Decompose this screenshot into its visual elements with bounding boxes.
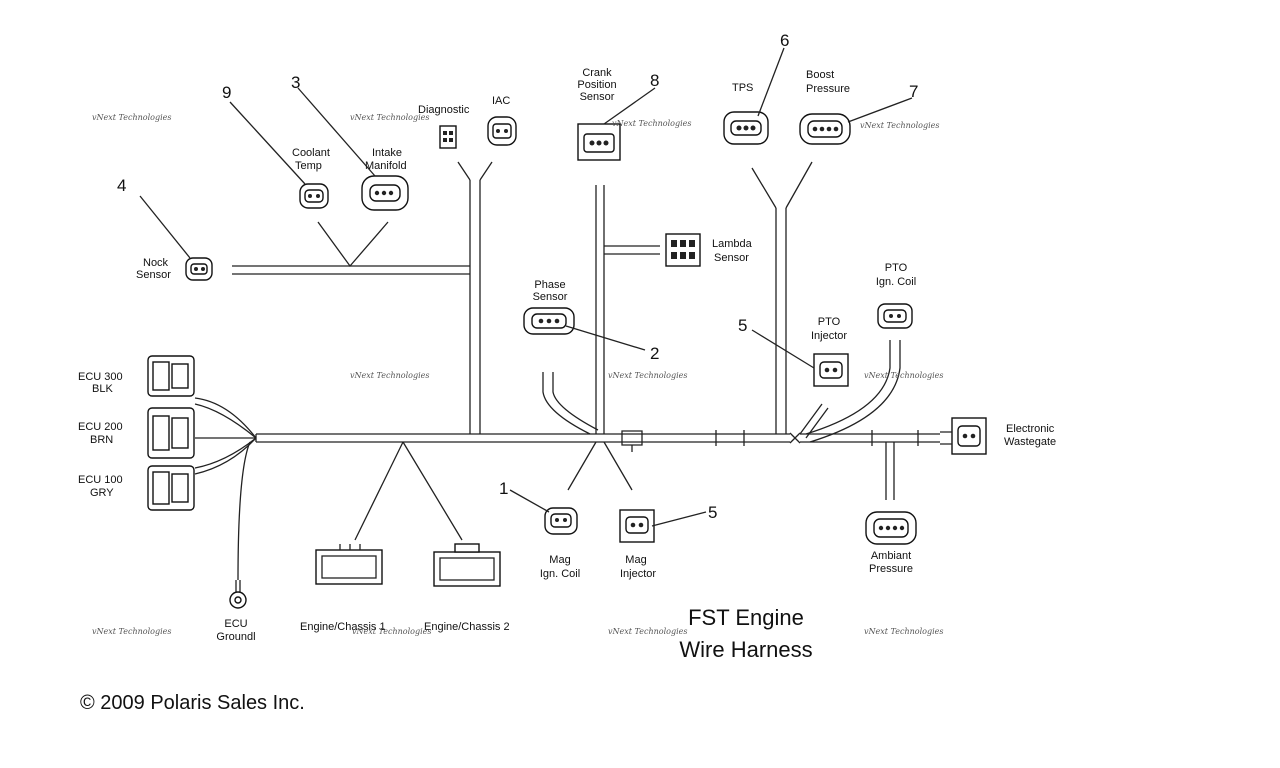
callout-leaders	[139, 47, 913, 527]
callout-9: 9	[222, 83, 231, 102]
label-mag-inj-2: Injector	[620, 568, 656, 580]
label-pto-coil-2: Ign. Coil	[876, 276, 916, 288]
label-engine-chassis-1: Engine/Chassis 1	[300, 621, 386, 633]
boost-pressure-connector	[799, 113, 851, 145]
label-wastegate-2: Wastegate	[1004, 436, 1056, 448]
engine-chassis-2-connector	[433, 543, 501, 587]
callout-5b: 5	[708, 503, 717, 522]
watermark: vNext Technologies	[92, 627, 171, 636]
label-ecu200-1: ECU 200	[78, 421, 123, 433]
watermark: vNext Technologies	[612, 119, 691, 128]
diagnostic-connector	[439, 125, 457, 149]
tps-connector	[723, 111, 769, 145]
label-ecu-ground-2: Groundl	[216, 631, 255, 643]
label-ecu200-2: BRN	[90, 434, 113, 446]
label-lambda-1: Lambda	[712, 238, 753, 250]
phase-sensor-connector	[523, 307, 575, 335]
watermark: vNext Technologies	[352, 627, 431, 636]
label-mag-inj-1: Mag	[625, 554, 646, 566]
label-ambient-1: Ambiant	[871, 550, 911, 562]
label-tps: TPS	[732, 82, 753, 94]
callout-6: 6	[780, 31, 789, 50]
label-lambda-2: Sensor	[714, 252, 749, 264]
crank-sensor-connector	[577, 123, 621, 161]
pto-ign-coil-connector	[877, 303, 913, 329]
intake-manifold-connector	[361, 175, 409, 211]
label-ecu100-1: ECU 100	[78, 474, 123, 486]
label-boost-2: Pressure	[806, 83, 850, 95]
label-nock-1: Nock	[143, 257, 169, 269]
label-pto-inj-2: Injector	[811, 330, 847, 342]
diagram-title-line1: FST Engine	[688, 605, 804, 630]
ecu-200-connector	[147, 407, 195, 459]
watermark: vNext Technologies	[608, 371, 687, 380]
wastegate-connector	[940, 417, 987, 455]
copyright-notice: © 2009 Polaris Sales Inc.	[80, 692, 305, 714]
callout-4: 4	[117, 176, 126, 195]
nock-sensor-connector	[185, 257, 213, 281]
label-intake-1: Intake	[372, 147, 402, 159]
mag-injector-connector	[619, 509, 655, 543]
lambda-sensor-connector	[665, 233, 701, 267]
callout-2: 2	[650, 344, 659, 363]
label-phase-2: Sensor	[533, 291, 568, 303]
watermark: vNext Technologies	[350, 371, 429, 380]
connectors	[147, 111, 987, 609]
watermark: vNext Technologies	[864, 371, 943, 380]
label-crank-3: Sensor	[580, 91, 615, 103]
label-intake-2: Manifold	[365, 160, 407, 172]
ecu-300-connector	[147, 355, 195, 397]
pto-injector-connector	[813, 353, 849, 387]
label-pto-coil-1: PTO	[885, 262, 908, 274]
watermark: vNext Technologies	[350, 113, 429, 122]
label-pto-inj-1: PTO	[818, 316, 841, 328]
callout-5a: 5	[738, 316, 747, 335]
label-coolant-2: Temp	[295, 160, 322, 172]
diagram-title-line2: Wire Harness	[679, 637, 812, 662]
watermark: vNext Technologies	[608, 627, 687, 636]
label-nock-2: Sensor	[136, 269, 171, 281]
iac-connector	[487, 116, 517, 146]
label-ecu300-2: BLK	[92, 383, 113, 395]
label-crank-2: Position	[577, 79, 616, 91]
label-ecu100-2: GRY	[90, 487, 114, 499]
label-iac: IAC	[492, 95, 510, 107]
label-diagnostic: Diagnostic	[418, 104, 470, 116]
harness-wires	[194, 161, 940, 581]
label-engine-chassis-2: Engine/Chassis 2	[424, 621, 510, 633]
engine-chassis-1-connector	[315, 544, 383, 585]
label-boost-1: Boost	[806, 69, 834, 81]
watermark: vNext Technologies	[860, 121, 939, 130]
label-wastegate-1: Electronic	[1006, 423, 1055, 435]
ecu-100-connector	[147, 465, 195, 511]
connector-labels: Diagnostic IAC Crank Position Sensor TPS…	[78, 67, 1056, 643]
label-coolant-1: Coolant	[292, 147, 330, 159]
mag-ign-coil-connector	[544, 507, 578, 535]
ecu-ground-terminal	[229, 580, 247, 609]
label-mag-coil-1: Mag	[549, 554, 570, 566]
callout-7: 7	[909, 82, 918, 101]
coolant-temp-connector	[299, 183, 329, 209]
label-ecu-ground-1: ECU	[224, 618, 247, 630]
watermarks: vNext Technologies vNext Technologies vN…	[92, 113, 943, 636]
watermark: vNext Technologies	[864, 627, 943, 636]
label-crank-1: Crank	[582, 67, 612, 79]
watermark: vNext Technologies	[92, 113, 171, 122]
callout-8: 8	[650, 71, 659, 90]
label-ecu300-1: ECU 300	[78, 371, 123, 383]
label-mag-coil-2: Ign. Coil	[540, 568, 580, 580]
callout-1: 1	[499, 479, 508, 498]
callout-3: 3	[291, 73, 300, 92]
callout-numbers: 1 2 3 4 5 5 6 7 8 9	[117, 31, 918, 522]
label-phase-1: Phase	[534, 279, 565, 291]
label-ambient-2: Pressure	[869, 563, 913, 575]
ambient-pressure-connector	[865, 511, 917, 545]
